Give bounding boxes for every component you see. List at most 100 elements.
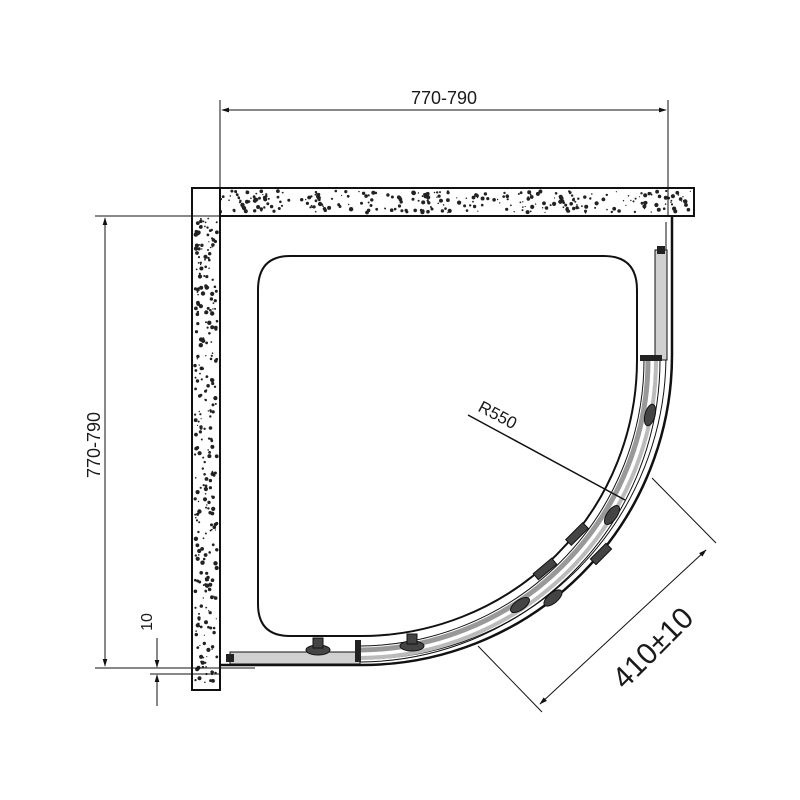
wall-speckle: [253, 196, 256, 200]
wall-speckle: [525, 210, 530, 215]
wall-speckle: [194, 387, 198, 391]
wall-speckle: [529, 210, 532, 213]
wall-speckle: [204, 312, 206, 314]
wall-speckle: [194, 578, 197, 582]
wall-speckle: [210, 341, 213, 343]
wall-speckle: [199, 261, 202, 264]
wall-speckle: [206, 384, 210, 388]
wall-speckle: [193, 418, 198, 423]
wall-speckle: [203, 553, 208, 557]
wall-speckle: [429, 206, 432, 208]
wall-speckle: [486, 197, 490, 201]
wall-speckle: [427, 201, 431, 205]
wall-speckle: [209, 409, 212, 412]
wall-speckle: [195, 519, 199, 522]
wall-speckle: [212, 525, 217, 530]
wall-speckle: [213, 299, 217, 303]
wall-speckle: [199, 486, 202, 489]
wall-speckle: [426, 195, 431, 200]
wall-speckle: [657, 194, 662, 199]
wall-speckle: [584, 209, 587, 213]
wall-speckle: [323, 208, 327, 213]
wall-speckle: [505, 207, 509, 211]
wall-speckle: [300, 198, 304, 202]
wall-speckle: [417, 192, 420, 194]
wall-speckle: [203, 486, 208, 492]
wall-speckle: [317, 192, 321, 196]
wall-speckle: [457, 200, 462, 205]
wall-speckle: [576, 204, 578, 206]
wall-speckle: [446, 190, 449, 193]
dimension-radius: R550: [467, 397, 626, 501]
wall-speckle: [215, 357, 219, 361]
wall-speckle: [204, 493, 207, 495]
wall-speckle: [480, 203, 484, 207]
wall-speckle: [601, 197, 606, 202]
wall-speckle: [348, 207, 354, 212]
wall-speckle: [200, 378, 203, 381]
wall-speckle: [207, 217, 210, 220]
wall-speckle: [424, 192, 428, 196]
wall-speckle: [506, 198, 509, 201]
wall-speckle: [208, 252, 212, 256]
wall-speckle: [201, 467, 204, 470]
wall-speckle: [643, 207, 646, 210]
dimension-offset: 10: [139, 613, 255, 706]
wall-speckle: [204, 225, 206, 228]
roller-2: [399, 633, 425, 652]
wall-speckle: [444, 207, 447, 210]
wall-speckle: [386, 193, 390, 197]
wall-speckle: [203, 254, 208, 259]
wall-speckle: [260, 209, 263, 212]
wall-speckle: [195, 379, 200, 383]
wall-speckle: [469, 204, 472, 207]
wall-speckle: [213, 596, 218, 600]
wall-speckle: [655, 189, 659, 194]
wall-speckle: [314, 199, 318, 203]
wall-speckle: [193, 246, 199, 251]
wall-speckle: [228, 199, 230, 201]
wall-speckle: [605, 193, 608, 197]
wall-speckle: [269, 204, 274, 209]
wall-speckle: [346, 194, 350, 198]
wall-speckle: [208, 332, 211, 335]
wall-speckle: [259, 207, 263, 211]
wall-speckle: [197, 500, 200, 503]
wall-speckle: [314, 210, 317, 213]
wall-speckle: [665, 189, 668, 193]
wall-speckle: [632, 200, 635, 203]
wall-speckle: [195, 221, 200, 226]
wall-speckle: [663, 195, 668, 200]
wall-speckle: [541, 207, 544, 209]
wall-speckle: [206, 233, 210, 237]
wall-speckle: [211, 506, 216, 511]
wall-speckle: [194, 330, 199, 334]
wall-speckle: [527, 190, 532, 195]
wall-speckle: [194, 376, 197, 379]
wall-speckle: [202, 497, 208, 502]
wall-speckle: [197, 616, 201, 620]
wall-speckle: [195, 268, 198, 271]
wall-speckle: [643, 193, 648, 198]
wall-speckle: [287, 198, 291, 202]
wall-speckle: [206, 326, 209, 329]
wall-speckle: [570, 194, 574, 197]
wall-speckle: [197, 509, 202, 514]
wall-speckle: [633, 210, 637, 214]
wall-speckle: [322, 205, 324, 207]
roller-3: [510, 596, 530, 614]
wall-speckle: [534, 203, 537, 205]
wall-speckle: [397, 204, 402, 208]
wall-speckle: [202, 597, 204, 599]
wall-speckle: [430, 207, 434, 211]
wall-speckle: [685, 204, 688, 207]
wall-speckle: [581, 205, 583, 208]
wall-speckle: [202, 456, 205, 459]
wall-speckle: [681, 200, 683, 202]
fixed-panel-right: [640, 246, 668, 361]
wall-speckle: [199, 625, 203, 629]
wall-speckle: [196, 424, 199, 426]
wall-speckle: [559, 196, 564, 201]
wall-speckle: [436, 191, 439, 194]
